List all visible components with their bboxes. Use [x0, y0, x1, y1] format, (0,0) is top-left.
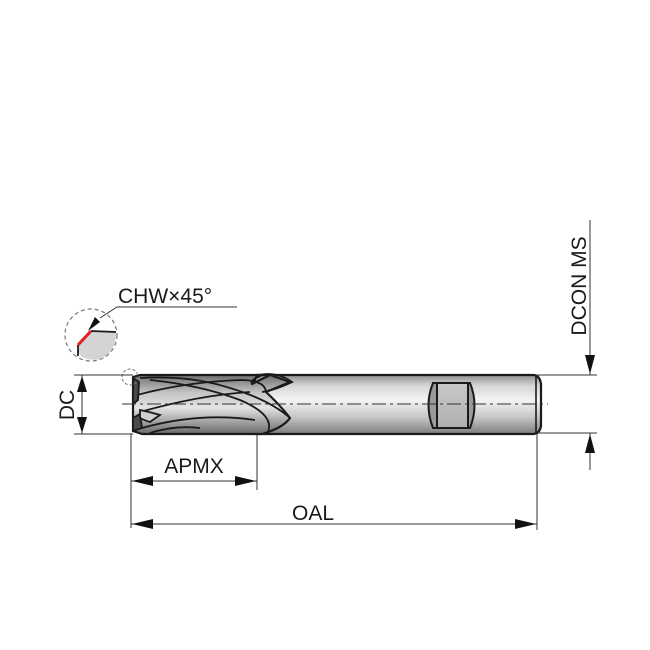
corner-detail-marker [121, 368, 139, 386]
dc-label: DC [56, 390, 79, 420]
chamfer-highlight [76, 329, 93, 347]
dcon-ms-dimension: DCON MS [537, 220, 597, 470]
flute-spirals [136, 373, 294, 434]
dc-dimension: DC [56, 374, 133, 435]
detail-circle-icon [64, 308, 118, 362]
apmx-label: APMX [164, 455, 224, 478]
dcon-ms-label: DCON MS [568, 236, 591, 335]
apmx-dimension: APMX [130, 434, 258, 528]
shank-flat [427, 382, 476, 429]
oal-label: OAL [292, 502, 334, 525]
chamfer-section [78, 331, 117, 360]
chamfer-label: CHW×45° [118, 285, 212, 308]
chamfer-detail: CHW×45° [64, 285, 237, 386]
tool-body [131, 373, 543, 436]
cutting-end [132, 376, 163, 433]
oal-dimension: OAL [131, 434, 538, 530]
